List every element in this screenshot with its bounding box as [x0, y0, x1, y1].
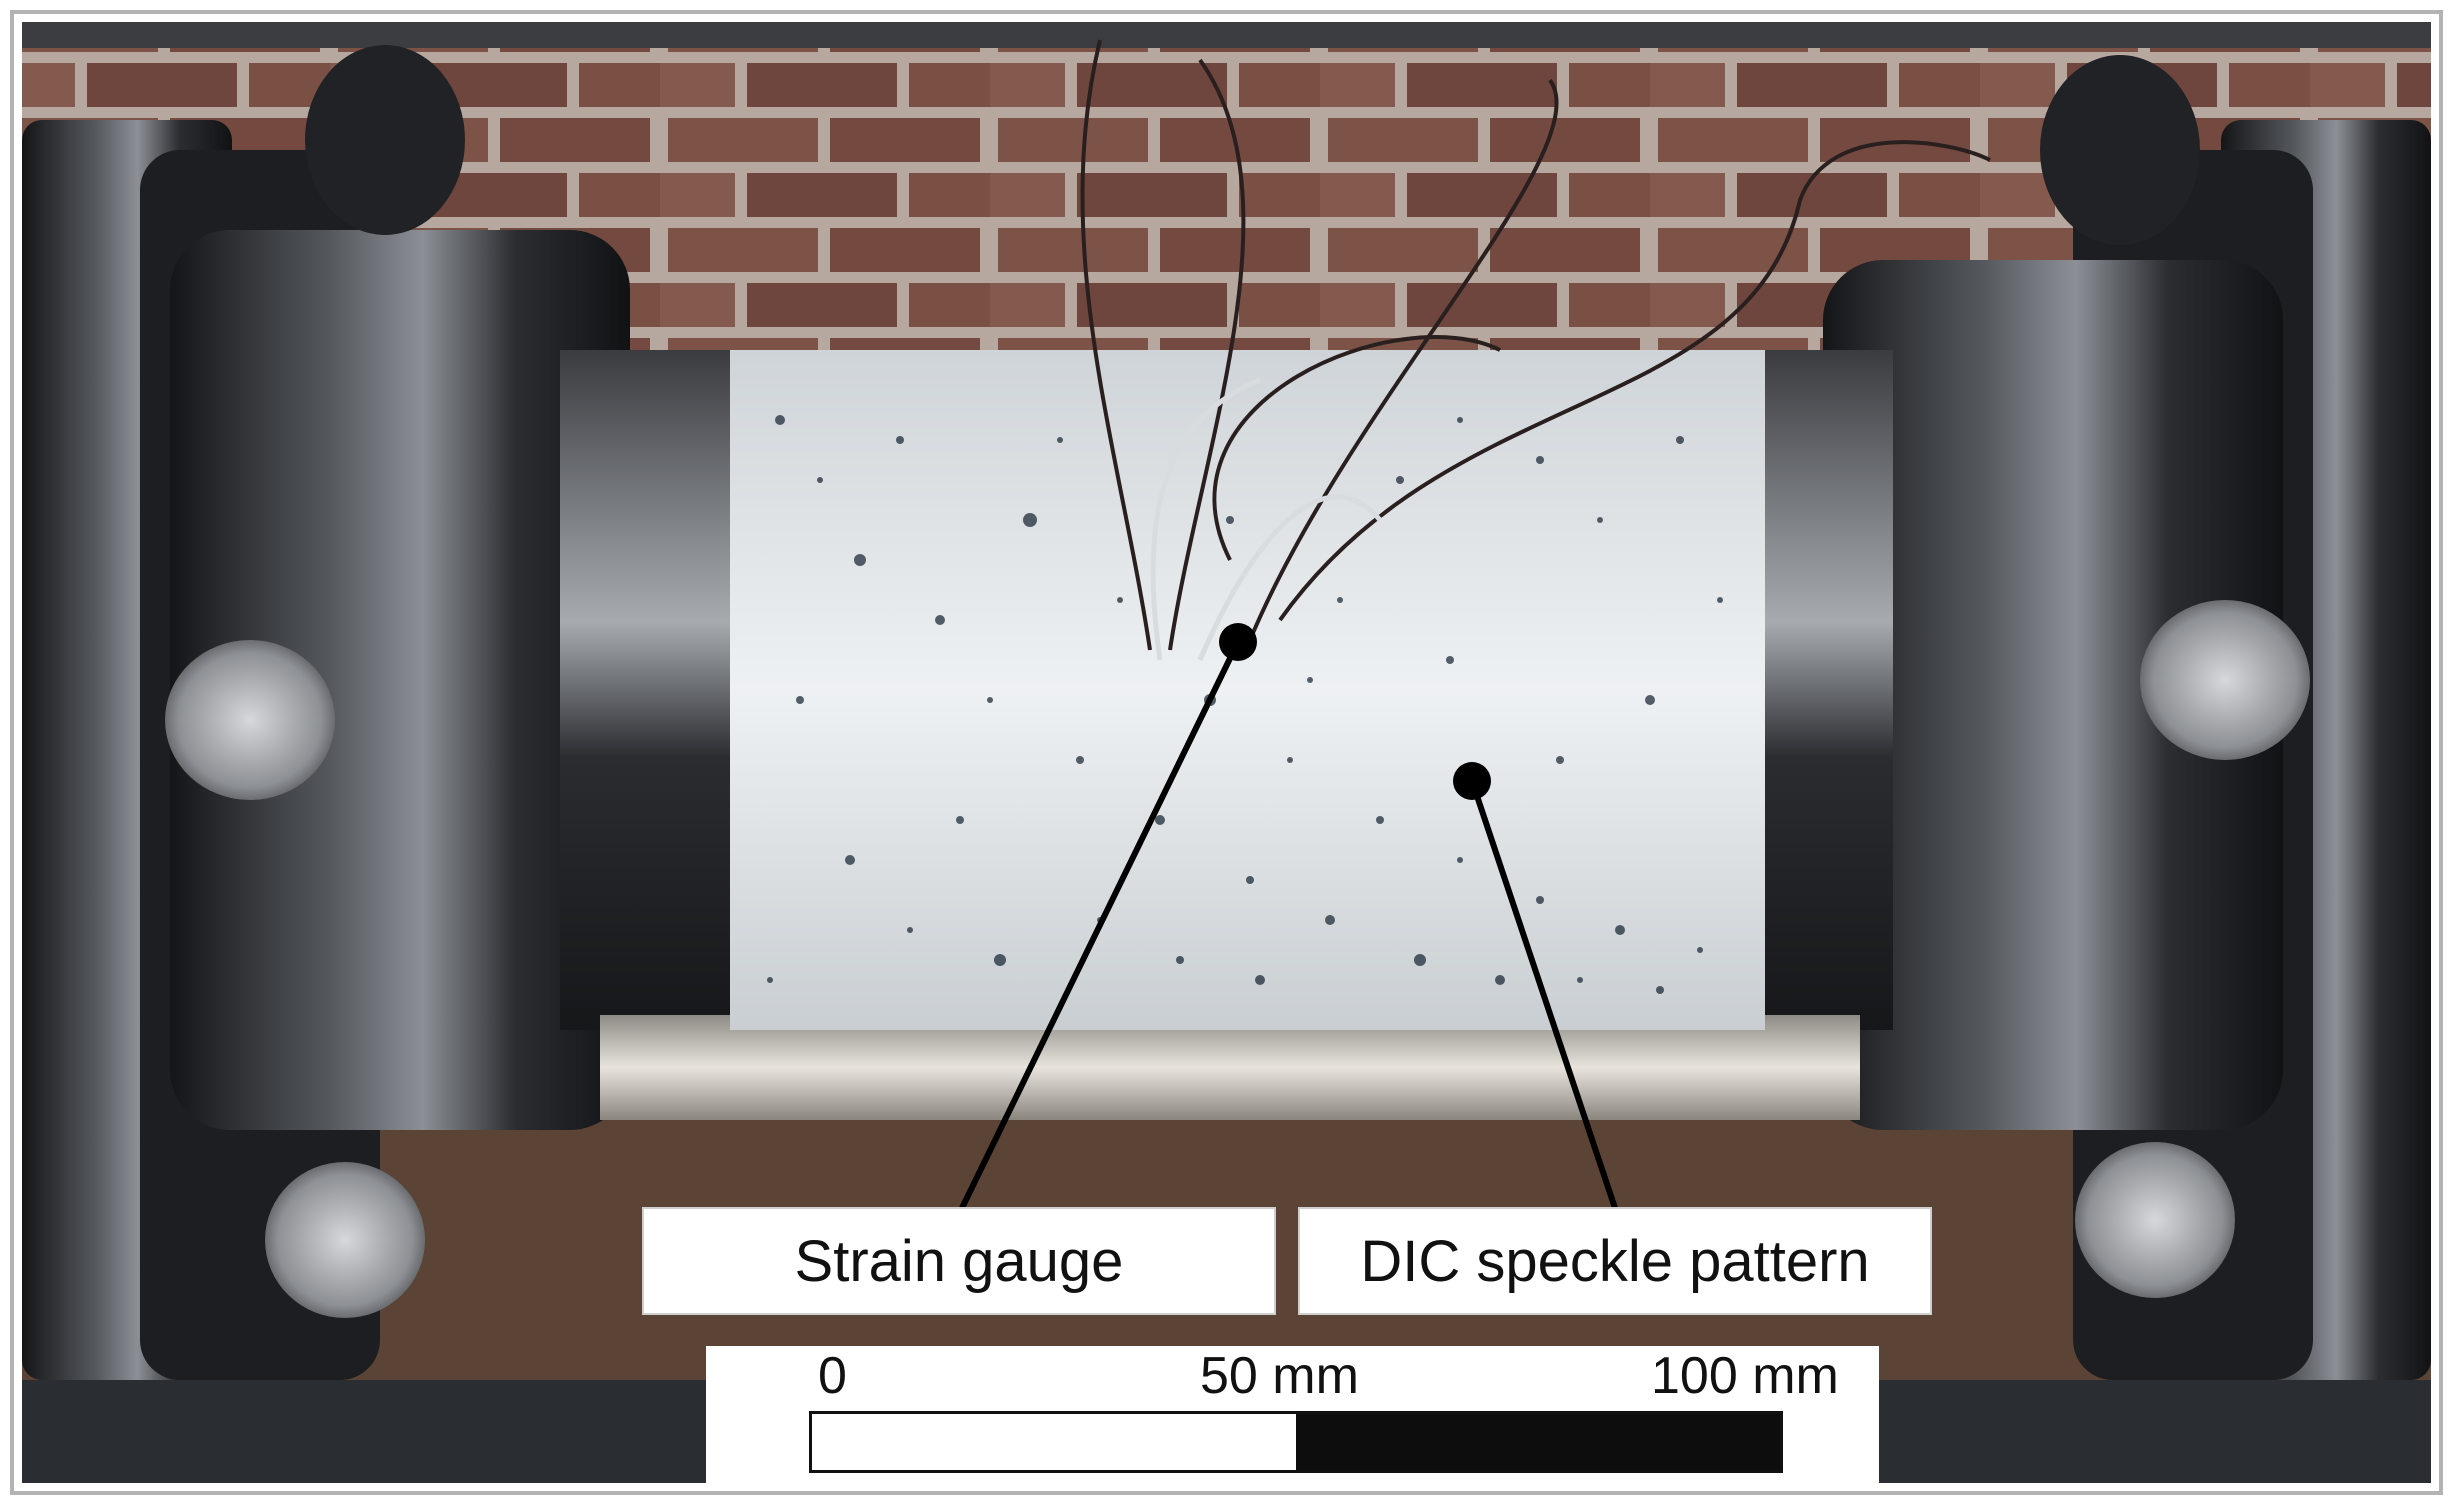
scale-tick-100: 100 mm	[1651, 1347, 1839, 1405]
strain-gauge-label: Strain gauge	[642, 1207, 1276, 1315]
dic-speckle-pattern-label: DIC speckle pattern	[1298, 1207, 1932, 1315]
scale-tick-0: 0	[818, 1347, 847, 1405]
scale-bar: 0 50 mm 100 mm	[706, 1346, 1879, 1486]
scale-bar-graphic	[809, 1411, 1783, 1473]
scale-bar-white-segment	[812, 1414, 1296, 1470]
scale-tick-50: 50 mm	[1200, 1347, 1359, 1405]
scale-bar-black-segment	[1296, 1414, 1780, 1470]
